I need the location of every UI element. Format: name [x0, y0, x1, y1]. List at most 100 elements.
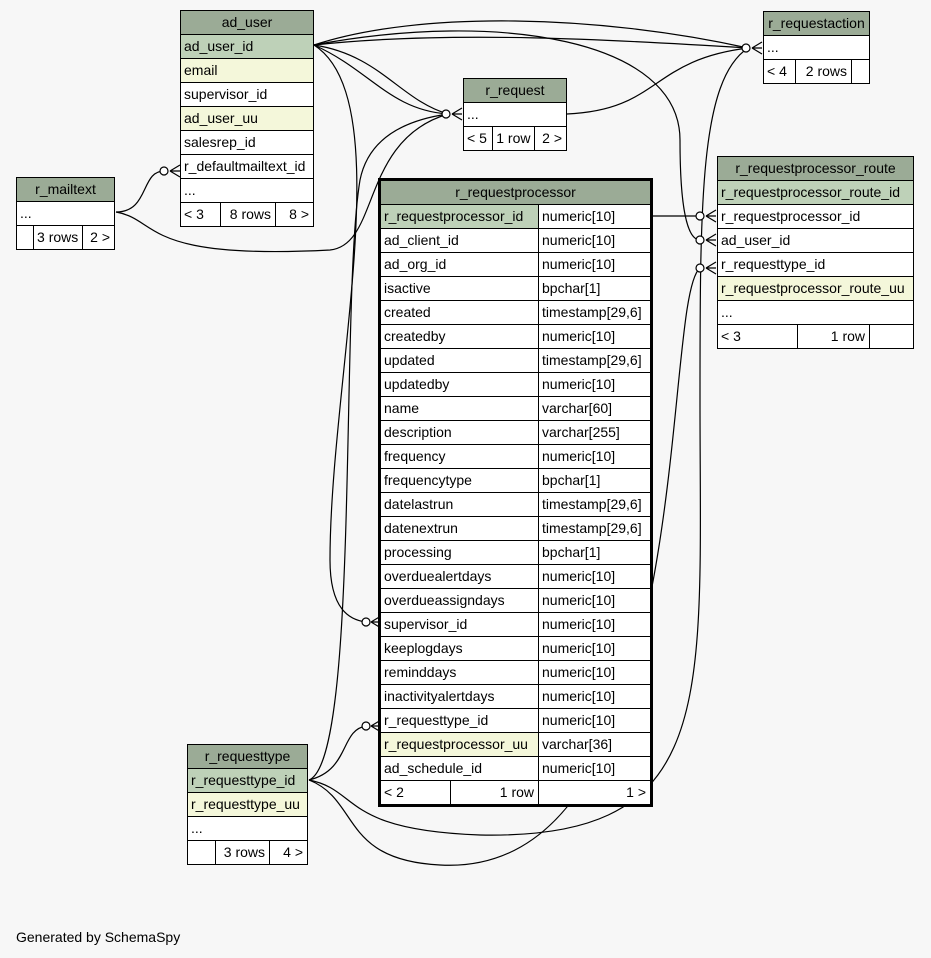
row-count: 8 rows [220, 202, 276, 227]
table-title[interactable]: r_requestprocessor [380, 180, 651, 205]
parents-count[interactable]: < 2 [380, 780, 451, 805]
column-salesrep-id[interactable]: salesrep_id [180, 130, 314, 155]
column-name[interactable]: createdby [380, 324, 539, 349]
table-r-mailtext[interactable]: r_mailtext ... 3 rows 2 > [15, 177, 115, 250]
column-more[interactable]: ... [717, 300, 914, 325]
table-title[interactable]: r_requesttype [187, 744, 308, 769]
column-name[interactable]: r_requestprocessor_id [380, 204, 539, 229]
column-name[interactable]: updated [380, 348, 539, 373]
column-name[interactable]: reminddays [380, 660, 539, 685]
parents-count[interactable]: < 4 [763, 59, 796, 84]
column-ad-user-id[interactable]: ad_user_id [180, 34, 314, 59]
column-name[interactable]: ad_org_id [380, 252, 539, 277]
column-r-requesttype-id[interactable]: r_requesttype_id [717, 252, 914, 277]
parents-count[interactable] [15, 225, 35, 250]
column-name[interactable]: r_requestprocessor_uu [380, 732, 539, 757]
column-name[interactable]: r_requesttype_id [380, 708, 539, 733]
column-ad-user-uu[interactable]: ad_user_uu [180, 106, 314, 131]
column-name[interactable]: ad_schedule_id [380, 756, 539, 781]
column-name[interactable]: overduealertdays [380, 564, 539, 589]
column-name[interactable]: description [380, 420, 539, 445]
parents-count[interactable]: < 3 [180, 202, 221, 227]
table-title[interactable]: r_requestprocessor_route [717, 156, 914, 181]
row-count: 3 rows [33, 225, 84, 250]
table-title[interactable]: r_mailtext [16, 177, 115, 202]
children-count[interactable]: 8 > [275, 202, 314, 227]
table-title[interactable]: r_requestaction [763, 11, 870, 36]
column-name[interactable]: isactive [380, 276, 539, 301]
column-more[interactable]: ... [180, 178, 314, 203]
column-r-defaultmailtext-id[interactable]: r_defaultmailtext_id [180, 154, 314, 179]
children-count[interactable]: 2 > [534, 126, 567, 151]
column-more[interactable]: ... [16, 201, 115, 226]
column-name[interactable]: overdueassigndays [380, 588, 539, 613]
table-r-requestprocessor-route[interactable]: r_requestprocessor_route r_requestproces… [717, 156, 914, 349]
column-name[interactable]: frequencytype [380, 468, 539, 493]
column-name[interactable]: processing [380, 540, 539, 565]
column-more[interactable]: ... [763, 35, 870, 60]
column-name[interactable]: inactivityalertdays [380, 684, 539, 709]
column-r-requestprocessor-route-id[interactable]: r_requestprocessor_route_id [717, 180, 914, 205]
table-r-requesttype[interactable]: r_requesttype r_requesttype_id r_request… [187, 744, 308, 865]
table-title[interactable]: r_request [463, 78, 567, 103]
column-email[interactable]: email [180, 58, 314, 83]
column-more[interactable]: ... [187, 816, 308, 841]
column-name[interactable]: created [380, 300, 539, 325]
column-name[interactable]: ad_client_id [380, 228, 539, 253]
table-r-requestaction[interactable]: r_requestaction ... < 4 2 rows [763, 11, 870, 84]
column-r-requesttype-uu[interactable]: r_requesttype_uu [187, 792, 308, 817]
column-name[interactable]: datenextrun [380, 516, 539, 541]
column-type: timestamp[29,6] [538, 348, 651, 373]
column-name[interactable]: keeplogdays [380, 636, 539, 661]
parents-count[interactable]: < 5 [462, 126, 494, 151]
column-name[interactable]: supervisor_id [380, 612, 539, 637]
table-ad-user[interactable]: ad_user ad_user_id email supervisor_id a… [180, 10, 314, 227]
crowfoot-marker [451, 107, 463, 121]
relation-line [313, 30, 701, 241]
column-more[interactable]: ... [463, 102, 567, 127]
column-r-requestprocessor-route-uu[interactable]: r_requestprocessor_route_uu [717, 276, 914, 301]
parents-count[interactable]: < 3 [717, 324, 798, 349]
column-r-requestprocessor-id[interactable]: r_requestprocessor_id [717, 204, 914, 229]
children-count[interactable]: 4 > [269, 840, 308, 865]
column-ad-user-id[interactable]: ad_user_id [717, 228, 914, 253]
children-count[interactable]: 2 > [82, 225, 115, 250]
relation-line [313, 44, 449, 115]
column-name[interactable]: datelastrun [380, 492, 539, 517]
column-name[interactable]: updatedby [380, 372, 539, 397]
table-title[interactable]: ad_user [180, 10, 314, 35]
column-type: timestamp[29,6] [538, 300, 651, 325]
column-type: numeric[10] [538, 252, 651, 277]
table-r-request[interactable]: r_request ... < 5 1 row 2 > [462, 78, 567, 151]
column-supervisor-id[interactable]: supervisor_id [180, 82, 314, 107]
column-r-requesttype-id[interactable]: r_requesttype_id [187, 768, 308, 793]
column-name[interactable]: frequency [380, 444, 539, 469]
children-count[interactable]: 1 > [538, 780, 651, 805]
column-name[interactable]: name [380, 396, 539, 421]
table-r-requestprocessor[interactable]: r_requestprocessor r_requestprocessor_id… [378, 178, 653, 807]
